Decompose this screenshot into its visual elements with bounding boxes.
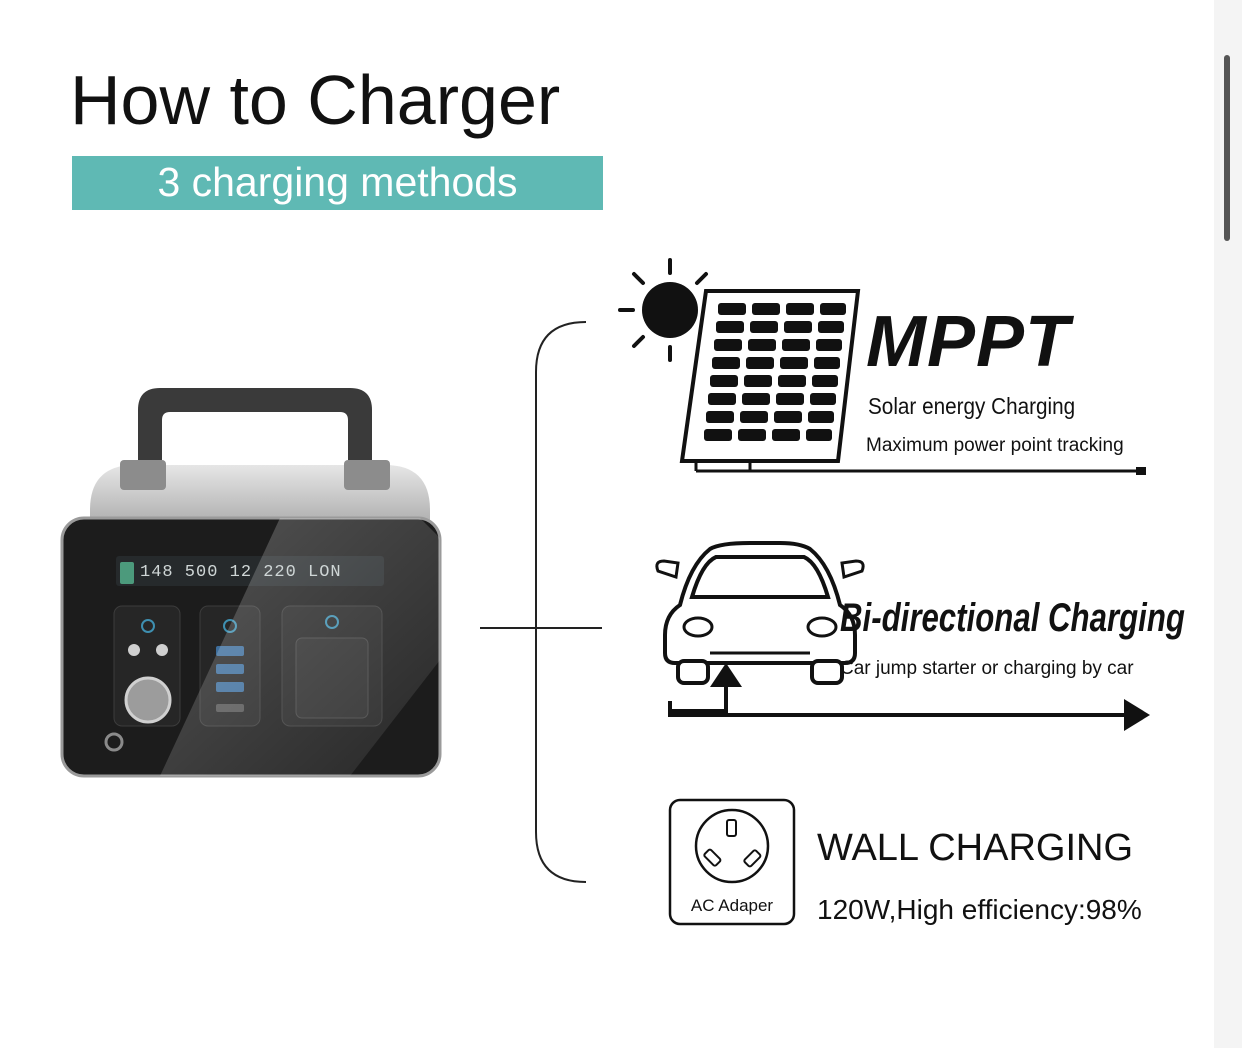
wall-outlet-icon: [668, 798, 796, 926]
scrollbar-thumb[interactable]: [1224, 55, 1230, 241]
sun-icon: [618, 258, 708, 362]
method-mppt-description: Maximum power point tracking: [866, 435, 1124, 456]
method-mppt-subtitle: Solar energy Charging: [868, 393, 1076, 419]
solar-panel-icon: [618, 258, 1146, 475]
power-station-image: [60, 388, 442, 778]
car-icon: [655, 541, 1150, 731]
method-mppt-title: MPPT: [866, 302, 1071, 382]
method-bidirectional-description: Car jump starter or charging by car: [840, 658, 1134, 679]
method-wall-description: 120W,High efficiency:98%: [817, 894, 1142, 925]
method-bidirectional-title: Bi-directional Charging: [840, 596, 1185, 640]
method-wall-title: WALL CHARGING: [817, 827, 1134, 869]
ac-adapter-label: AC Adaper: [690, 896, 774, 915]
page-title: How to Charger: [70, 61, 561, 139]
subtitle-text: 3 charging methods: [157, 159, 518, 205]
subtitle-banner: 3 charging methods: [72, 156, 603, 210]
device-lcd-readout: 148 500 12 220 LON: [140, 563, 342, 582]
